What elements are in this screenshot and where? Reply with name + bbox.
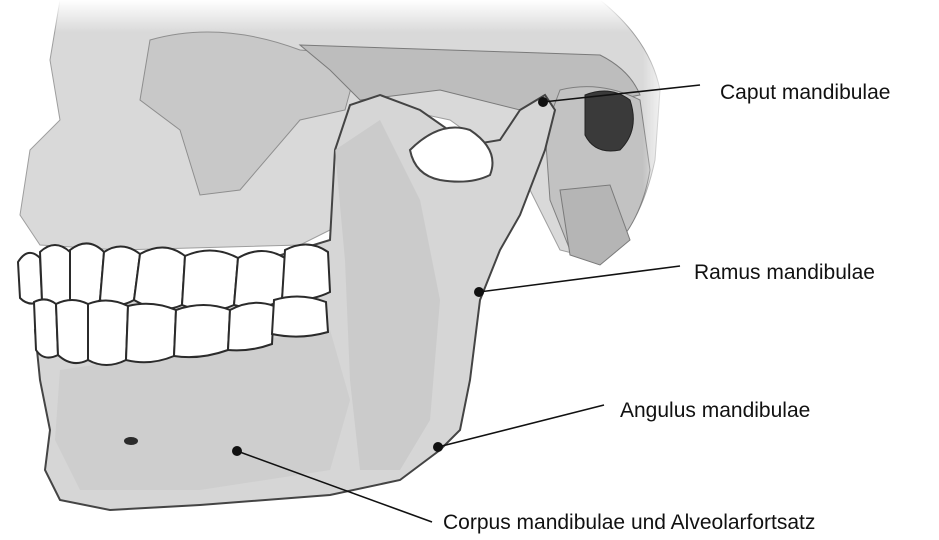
- pointer-dot-ramus: [474, 287, 484, 297]
- lower-tooth: [88, 300, 128, 365]
- upper-tooth: [40, 245, 70, 305]
- lower-tooth: [272, 296, 328, 336]
- lower-tooth: [34, 299, 58, 357]
- label-caput-mandibulae: Caput mandibulae: [720, 82, 890, 103]
- mental-foramen: [124, 437, 138, 445]
- lower-tooth: [56, 300, 88, 363]
- upper-tooth: [134, 247, 185, 309]
- upper-tooth: [70, 243, 104, 306]
- pointer-dot-corpus: [232, 446, 242, 456]
- lower-tooth: [174, 305, 230, 357]
- label-ramus-mandibulae: Ramus mandibulae: [694, 262, 875, 283]
- upper-tooth: [182, 250, 238, 310]
- pointer-dot-angulus: [433, 442, 443, 452]
- label-corpus-mandibulae: Corpus mandibulae und Alveolarfortsatz: [443, 512, 815, 533]
- top-fade: [0, 0, 939, 130]
- upper-tooth: [18, 253, 42, 304]
- right-fade: [560, 0, 670, 300]
- upper-tooth: [282, 244, 330, 300]
- label-angulus-mandibulae: Angulus mandibulae: [620, 400, 810, 421]
- lower-tooth: [126, 304, 176, 363]
- lower-tooth: [228, 303, 274, 351]
- pointer-dot-caput: [538, 97, 548, 107]
